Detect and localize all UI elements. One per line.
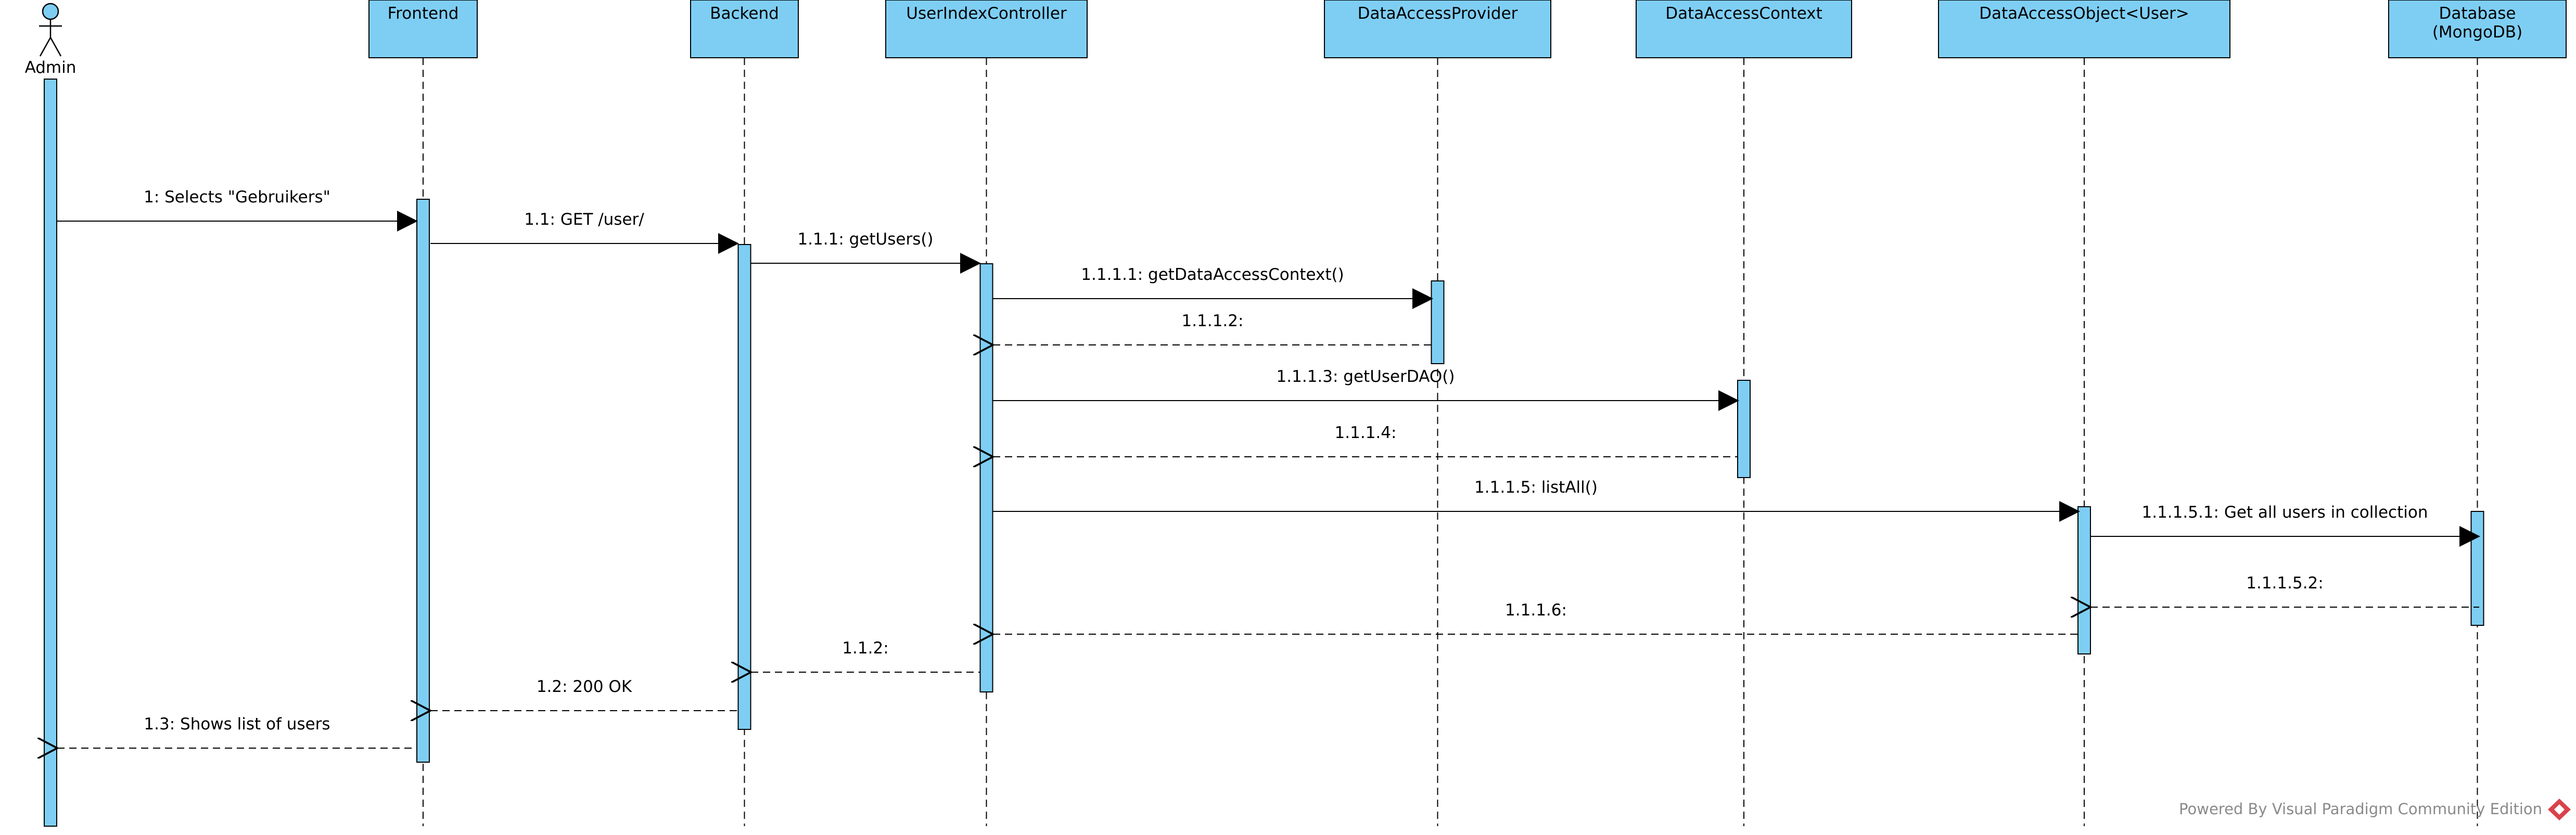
admin-actor: Admin — [25, 3, 76, 77]
message-label: 1.1.2: — [842, 639, 888, 658]
participant-backend-label: Backend — [710, 4, 779, 23]
message-label: 1.1: GET /user/ — [524, 210, 644, 229]
participant-dataaccesscontext-box — [1636, 0, 1852, 58]
watermark: Powered By Visual Paradigm Community Edi… — [2179, 799, 2571, 820]
message-label: 1.1.1.2: — [1182, 312, 1244, 330]
participant-dataaccessprovider-box — [1324, 0, 1551, 58]
backend-activation-bar — [737, 244, 751, 730]
message-m1-1-1: 1.1.1: getUsers() — [751, 230, 981, 274]
message-m1-1-1-2: 1.1.1.2: — [993, 312, 1432, 345]
message-label: 1.1.1.5: listAll() — [1474, 478, 1598, 497]
participant-userindexcontroller: UserIndexController — [885, 0, 1088, 58]
participant-userindexcontroller-box — [885, 0, 1088, 58]
participant-database: Database(MongoDB) — [2388, 0, 2567, 58]
dataaccessobject-activation-bar — [2077, 506, 2091, 654]
message-m1-1-1-5: 1.1.1.5: listAll() — [993, 478, 2080, 522]
watermark-text: Powered By Visual Paradigm Community Edi… — [2179, 800, 2542, 818]
message-label: 1.1.1.1: getDataAccessContext() — [1081, 265, 1344, 284]
message-m1-1-2: 1.1.2: — [751, 639, 980, 672]
message-label: 1.1.1: getUsers() — [797, 230, 933, 249]
participant-userindexcontroller-label: UserIndexController — [906, 4, 1067, 23]
participant-database-label: Database(MongoDB) — [2432, 4, 2522, 42]
message-label: 1.2: 200 OK — [537, 677, 632, 696]
message-m1: 1: Selects "Gebruikers" — [57, 188, 418, 232]
message-label: 1.1.1.5.2: — [2246, 574, 2323, 593]
participant-database-box — [2388, 0, 2567, 58]
database-activation-bar — [2470, 511, 2484, 626]
dataaccesscontext-activation-bar — [1737, 380, 1751, 478]
stick-figure-actor-icon — [39, 3, 62, 57]
message-label: 1.3: Shows list of users — [144, 715, 330, 734]
visual-paradigm-logo-icon — [2548, 799, 2571, 820]
message-label: 1.1.1.6: — [1505, 601, 1567, 620]
participant-dataaccessobject: DataAccessObject<User> — [1938, 0, 2230, 58]
message-m1-2: 1.2: 200 OK — [430, 677, 738, 711]
message-m1-1-1-6: 1.1.1.6: — [993, 601, 2079, 634]
message-m1-1-1-4: 1.1.1.4: — [993, 423, 1738, 457]
participant-dataaccessprovider-label: DataAccessProvider — [1358, 4, 1518, 23]
message-label: 1.1.1.5.1: Get all users in collection — [2142, 503, 2428, 522]
participant-frontend-box — [368, 0, 478, 58]
message-m1-1-1-1: 1.1.1.1: getDataAccessContext() — [993, 265, 1433, 309]
message-label: 1: Selects "Gebruikers" — [144, 188, 330, 207]
participant-dataaccessobject-label: DataAccessObject<User> — [1979, 4, 2189, 23]
participant-backend-box — [690, 0, 799, 58]
participant-backend: Backend — [690, 0, 799, 58]
participant-dataaccesscontext-label: DataAccessContext — [1665, 4, 1822, 23]
message-m1-1: 1.1: GET /user/ — [430, 210, 739, 254]
userindexcontroller-activation-bar — [979, 263, 993, 692]
message-label: 1.1.1.3: getUserDAO() — [1277, 367, 1455, 386]
participant-frontend-label: Frontend — [388, 4, 459, 23]
participant-frontend: Frontend — [368, 0, 478, 58]
admin-actor-label: Admin — [25, 58, 76, 77]
admin-activation-bar — [44, 79, 57, 827]
dataaccessprovider-activation-bar — [1431, 280, 1445, 364]
frontend-activation-bar — [416, 199, 430, 763]
message-m1-1-1-3: 1.1.1.3: getUserDAO() — [993, 367, 1739, 411]
participant-dataaccessobject-box — [1938, 0, 2230, 58]
message-label: 1.1.1.4: — [1335, 423, 1397, 442]
message-m1-3: 1.3: Shows list of users — [57, 715, 417, 748]
participant-dataaccessprovider: DataAccessProvider — [1324, 0, 1551, 58]
message-m1-1-1-5-1: 1.1.1.5.1: Get all users in collection — [2090, 503, 2480, 547]
message-m1-1-1-5-2: 1.1.1.5.2: — [2090, 574, 2479, 607]
participant-dataaccesscontext: DataAccessContext — [1636, 0, 1852, 58]
